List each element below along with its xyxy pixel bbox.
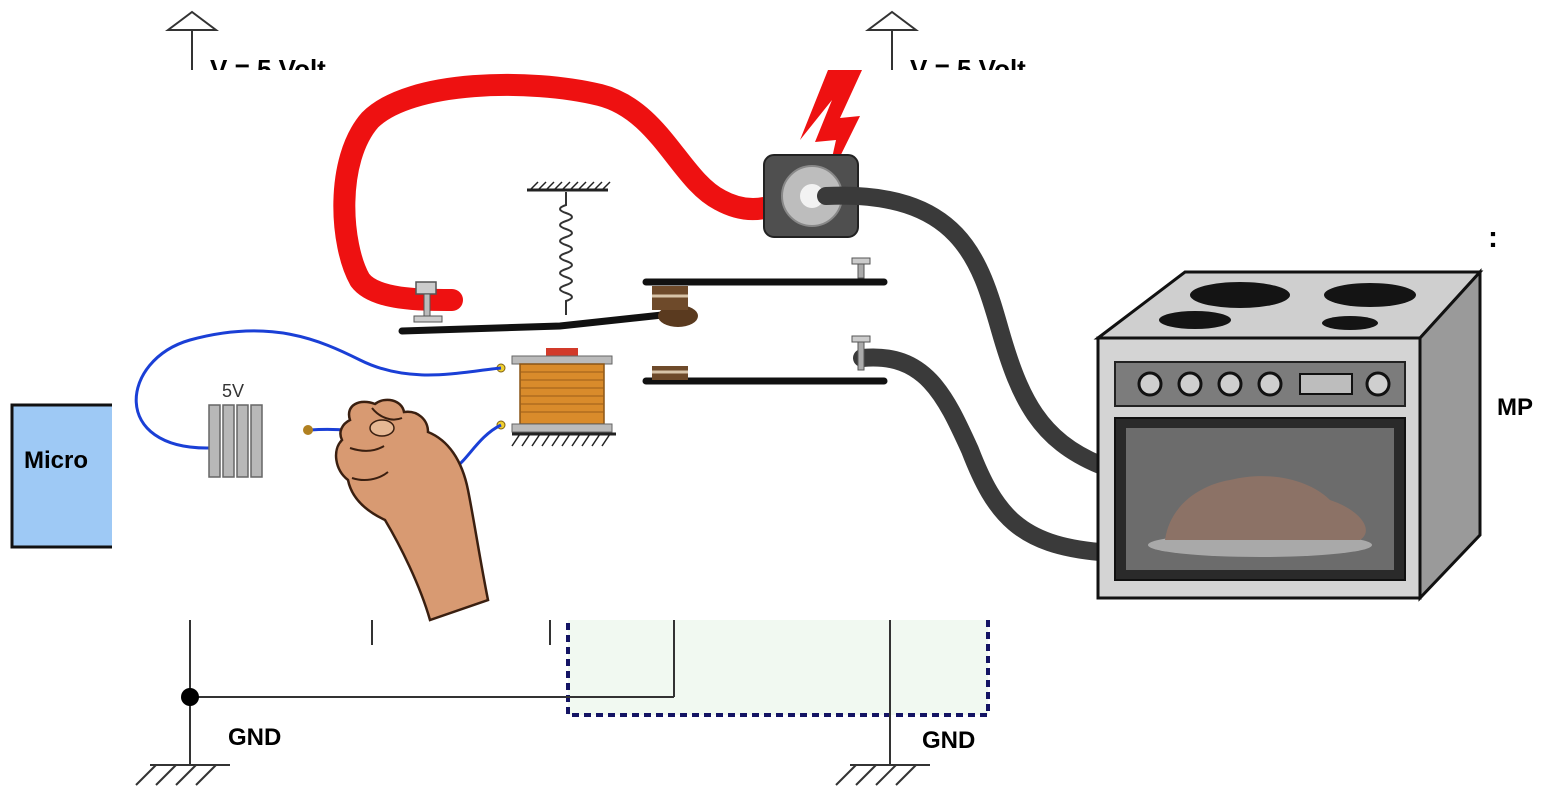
spring	[559, 192, 573, 315]
gnd-right-symbol	[835, 764, 930, 786]
spark-icon	[800, 70, 862, 185]
junction-dot	[181, 688, 199, 706]
oven-icon	[1093, 268, 1484, 602]
spring-mount	[527, 181, 611, 315]
battery	[208, 404, 263, 478]
fixed-contact-lower	[642, 335, 888, 385]
load-cable-upper	[817, 186, 1109, 474]
edge-glyph: :	[1488, 221, 1498, 254]
fixed-contact-upper	[642, 257, 888, 310]
micro-label: Micro	[24, 447, 88, 474]
relay-coil	[496, 348, 616, 447]
amp-label: MP	[1497, 394, 1533, 421]
gnd-right-label: GND	[922, 727, 975, 754]
gnd-left-symbol	[135, 764, 230, 786]
gnd-left-label: GND	[228, 724, 281, 751]
vcc-right-symbol	[865, 10, 919, 72]
relay-armature	[398, 281, 698, 335]
battery-label: 5V	[222, 381, 244, 401]
hand-icon	[334, 398, 490, 622]
signal-wire-to-coil	[134, 329, 502, 450]
vcc-left-symbol	[165, 10, 219, 72]
moving-contact	[658, 305, 698, 327]
socket	[763, 154, 859, 238]
load-cable-lower	[853, 348, 1109, 561]
power-wire	[333, 73, 811, 311]
